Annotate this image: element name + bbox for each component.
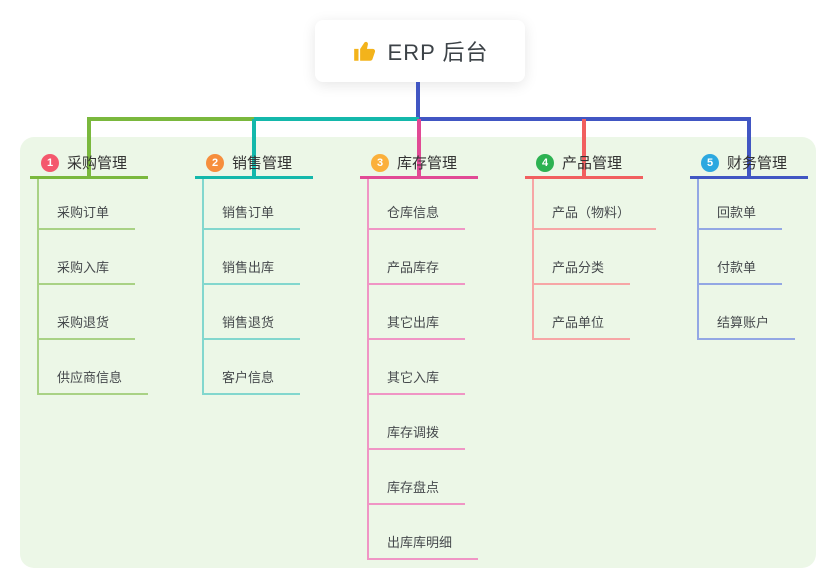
child-node[interactable]: 产品库存 xyxy=(367,259,466,285)
branch-sales: 2 销售管理 销售订单 销售出库 销售退货 客户信息 xyxy=(195,0,365,588)
child-node[interactable]: 采购退货 xyxy=(37,314,136,340)
branch-node-sales[interactable]: 2 销售管理 xyxy=(195,149,313,179)
child-node[interactable]: 其它出库 xyxy=(367,314,466,340)
child-node[interactable]: 付款单 xyxy=(697,259,783,285)
root-connector-line xyxy=(416,82,420,121)
branch-title: 销售管理 xyxy=(232,155,293,172)
child-node[interactable]: 仓库信息 xyxy=(367,204,466,230)
child-node[interactable]: 库存盘点 xyxy=(367,479,466,505)
branch-node-finance[interactable]: 5 财务管理 xyxy=(690,149,808,179)
number-badge: 2 xyxy=(206,153,224,172)
branch-connector-line xyxy=(582,119,586,177)
child-node[interactable]: 采购入库 xyxy=(37,259,136,285)
child-node[interactable]: 结算账户 xyxy=(697,314,796,340)
branch-node-inventory[interactable]: 3 库存管理 xyxy=(360,149,478,179)
branches-panel xyxy=(20,137,816,568)
number-badge: 5 xyxy=(701,153,719,172)
branch-purchase: 1 采购管理 采购订单 采购入库 采购退货 供应商信息 xyxy=(30,0,200,588)
child-node[interactable]: 销售退货 xyxy=(202,314,301,340)
branch-trunk-line xyxy=(532,179,534,340)
child-node[interactable]: 产品单位 xyxy=(532,314,631,340)
root-title: ERP 后台 xyxy=(387,40,489,65)
root-node[interactable]: ERP 后台 xyxy=(315,20,525,82)
branch-node-product[interactable]: 4 产品管理 xyxy=(525,149,643,179)
branch-product: 4 产品管理 产品（物料） 产品分类 产品单位 xyxy=(525,0,695,588)
branch-title: 产品管理 xyxy=(562,155,623,172)
branch-trunk-line xyxy=(37,179,39,395)
child-node[interactable]: 产品（物料） xyxy=(532,204,657,230)
branch-title: 采购管理 xyxy=(67,155,128,172)
branch-node-purchase[interactable]: 1 采购管理 xyxy=(30,149,148,179)
number-badge: 1 xyxy=(41,153,59,172)
branch-title: 财务管理 xyxy=(727,155,788,172)
connector-segment-green xyxy=(87,117,254,121)
child-node[interactable]: 回款单 xyxy=(697,204,783,230)
child-node[interactable]: 供应商信息 xyxy=(37,369,149,395)
branch-connector-line xyxy=(747,119,751,177)
branch-inventory: 3 库存管理 仓库信息 产品库存 其它出库 其它入库 库存调拨 库存盘点 出库库… xyxy=(360,0,530,588)
branch-connector-line xyxy=(87,119,91,177)
child-node[interactable]: 其它入库 xyxy=(367,369,466,395)
branch-trunk-line xyxy=(202,179,204,395)
child-node[interactable]: 销售出库 xyxy=(202,259,301,285)
child-node[interactable]: 出库库明细 xyxy=(367,534,479,560)
branch-title: 库存管理 xyxy=(397,155,458,172)
branch-trunk-line xyxy=(367,179,369,560)
branch-connector-line xyxy=(252,119,256,177)
child-node[interactable]: 销售订单 xyxy=(202,204,301,230)
connector-segment-teal xyxy=(254,117,419,121)
number-badge: 3 xyxy=(371,153,389,172)
child-node[interactable]: 客户信息 xyxy=(202,369,301,395)
child-node[interactable]: 产品分类 xyxy=(532,259,631,285)
child-node[interactable]: 库存调拨 xyxy=(367,424,466,450)
number-badge: 4 xyxy=(536,153,554,172)
thumbs-up-icon xyxy=(352,38,378,64)
branch-trunk-line xyxy=(697,179,699,340)
child-node[interactable]: 采购订单 xyxy=(37,204,136,230)
branch-connector-line xyxy=(417,119,421,177)
branch-finance: 5 财务管理 回款单 付款单 结算账户 xyxy=(690,0,839,588)
